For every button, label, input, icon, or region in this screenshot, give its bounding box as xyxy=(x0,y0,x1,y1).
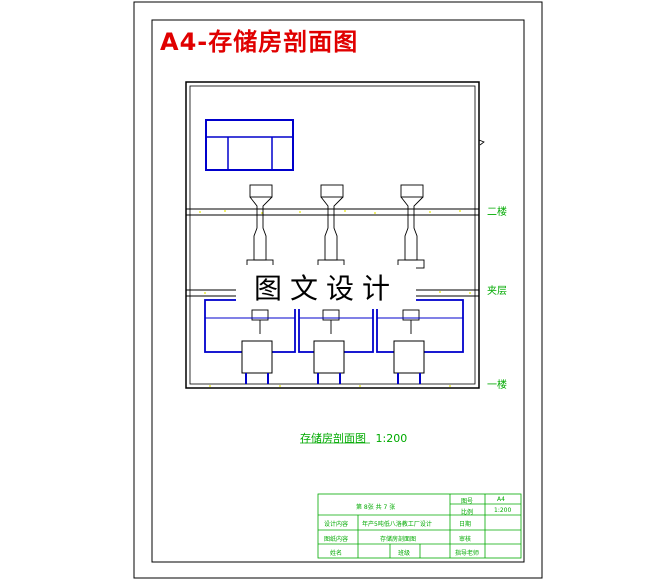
floor-label-second: 二楼 xyxy=(487,207,507,218)
building-section xyxy=(185,81,485,389)
caption-scale: 1:200 xyxy=(375,432,408,445)
floor-label-mezzanine: 夹层 xyxy=(487,286,507,297)
upper-panel xyxy=(205,119,294,171)
tb-sheet-info: 第 8张 共 7 张 xyxy=(356,504,396,511)
lower-machines xyxy=(241,340,425,384)
tb-date-label: 日期 xyxy=(459,521,472,528)
tb-advisor-label: 指导老师 xyxy=(455,550,480,557)
drawing-caption: 存储房剖面图 1:200 xyxy=(300,430,407,446)
title-block xyxy=(317,493,522,559)
tb-name-label: 姓名 xyxy=(330,550,343,557)
hopper-3 xyxy=(397,184,425,334)
tb-size-label: 图号 xyxy=(461,498,474,505)
watermark-text: 图文设计 xyxy=(236,265,416,309)
tb-class-label: 班级 xyxy=(398,550,411,557)
inner-border xyxy=(151,19,525,563)
tb-review-label: 审核 xyxy=(459,536,472,543)
tb-drawing-name-label: 图纸内容 xyxy=(324,536,349,543)
floor-label-first: 一楼 xyxy=(487,380,507,391)
drawing-title: A4-存储房剖面图 xyxy=(160,28,359,56)
hopper-1 xyxy=(246,184,274,334)
tb-ratio-label: 比例 xyxy=(461,509,474,516)
hopper-2 xyxy=(317,184,345,334)
tb-design-content-label: 设计内容 xyxy=(324,521,349,528)
tb-drawing-name-value: 存储房剖面图 xyxy=(380,536,417,543)
tb-size-value: A4 xyxy=(497,496,505,503)
caption-name: 存储房剖面图 xyxy=(300,432,366,445)
tb-ratio-value: 1:200 xyxy=(494,507,512,514)
outer-border xyxy=(133,1,543,579)
tb-design-content-value: 年产5吨低八洛教工厂设计 xyxy=(362,521,432,528)
